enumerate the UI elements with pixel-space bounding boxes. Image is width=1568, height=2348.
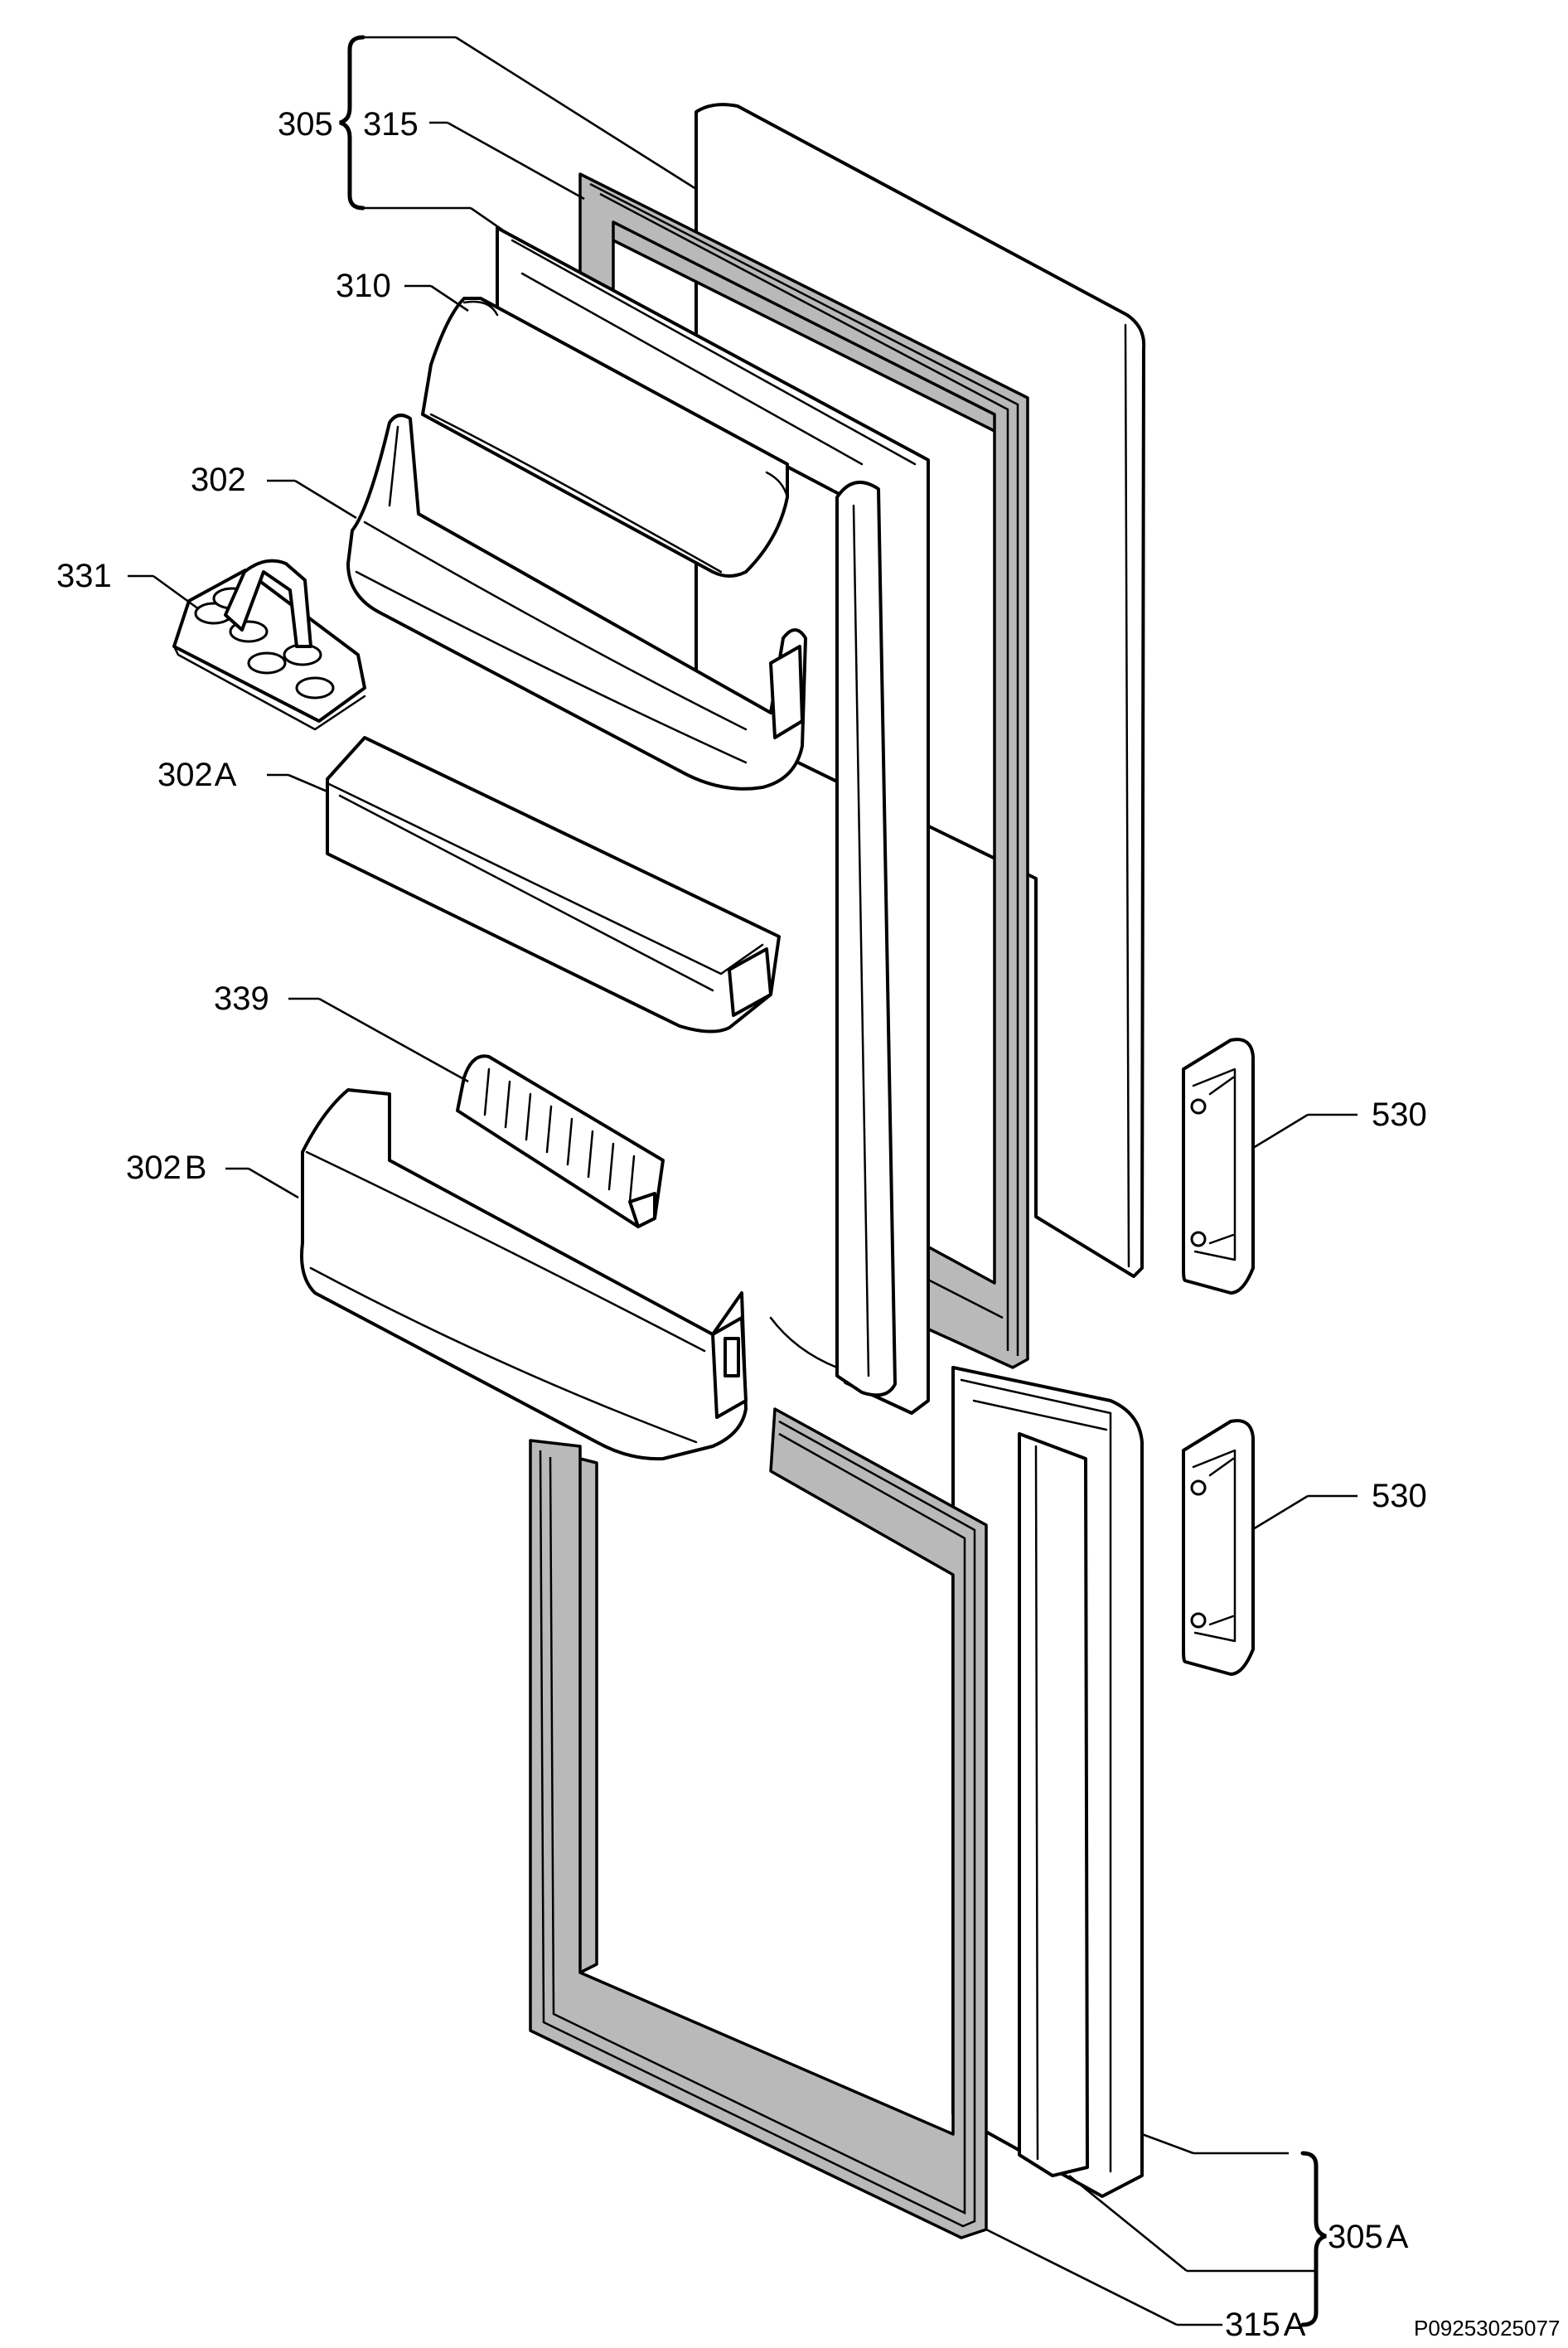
door-shelf-302b [300,1088,748,1461]
label-305: 305 [278,106,333,143]
bottle-retainer-339 [456,1054,665,1228]
brace-305 [339,35,365,211]
hinge-cover-530-bottom [1182,1419,1255,1676]
label-530-top: 530 [1372,1097,1427,1133]
leader-lines [128,36,1357,2326]
label-530-bottom: 530 [1372,1478,1427,1514]
label-315: 315 [363,106,419,143]
door-shelf-302 [346,414,807,791]
label-302: 302 [191,462,246,498]
label-302a: 302A [157,757,237,793]
upper-door-liner [496,226,930,1415]
label-339: 339 [214,980,269,1017]
door-shelf-302a [326,736,781,1034]
drawing-code: P09253025077 [1414,2316,1560,2341]
label-310: 310 [336,268,391,304]
label-331: 331 [56,558,112,594]
hinge-cover-530-top [1182,1038,1255,1295]
brace-305a [1300,2151,1327,2327]
lower-door-panel [951,1366,1144,2198]
lower-door-gasket [529,1407,988,2239]
dairy-compartment-flap [421,297,789,578]
egg-tray-331 [172,559,366,731]
